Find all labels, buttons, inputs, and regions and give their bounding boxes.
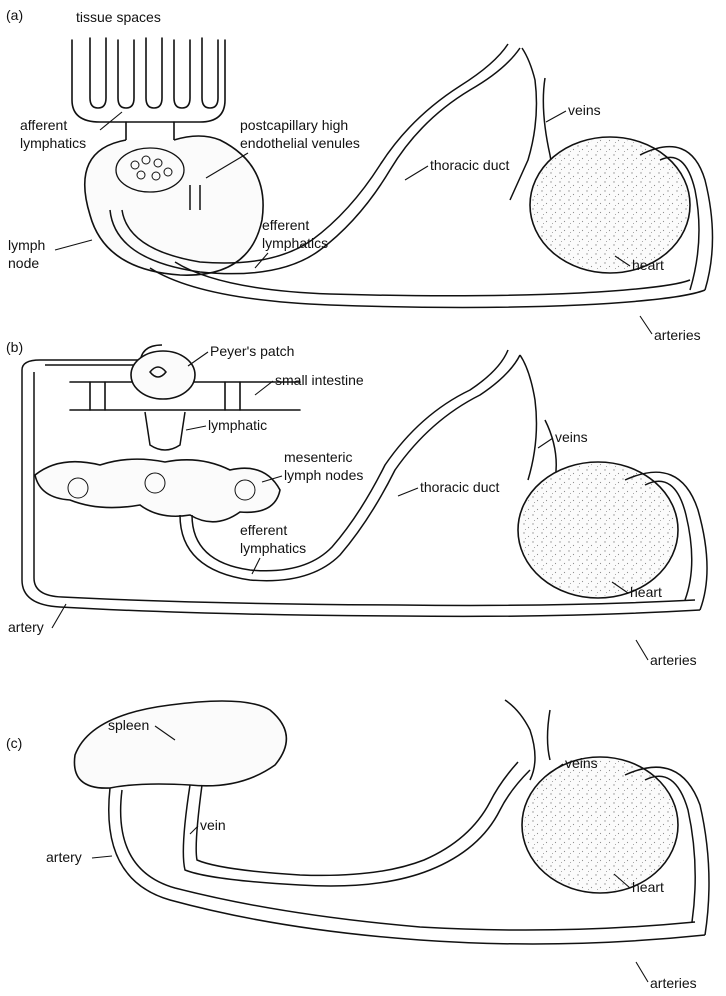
heart-label-a: heart	[632, 257, 664, 273]
artery-label-b: artery	[8, 619, 44, 635]
spleen-label: spleen	[108, 717, 149, 733]
thoracic-duct-label-a: thoracic duct	[430, 157, 509, 173]
panel-a: (a) tissue spaces	[6, 7, 713, 343]
small-intestine-label: small intestine	[275, 372, 364, 388]
arteries-label-c: arteries	[650, 975, 697, 991]
afferent-label-1: afferent	[20, 117, 67, 133]
panel-c-tag: (c)	[6, 735, 22, 751]
panel-a-tag: (a)	[6, 7, 23, 23]
lymph-node	[85, 136, 263, 275]
efferent-b-label-2: lymphatics	[240, 540, 306, 556]
thoracic-duct-label-b: thoracic duct	[420, 479, 499, 495]
veins-label-b: veins	[555, 429, 588, 445]
lymphatic-label: lymphatic	[208, 417, 267, 433]
postcapillary-label-2: endothelial venules	[240, 135, 360, 151]
tissue-spaces-label: tissue spaces	[76, 9, 161, 25]
postcapillary-label-1: postcapillary high	[240, 117, 348, 133]
mesenteric-label-1: mesenteric	[284, 449, 352, 465]
heart-label-c: heart	[632, 879, 664, 895]
vein-label-c: vein	[200, 817, 226, 833]
veins-b	[520, 355, 556, 480]
intestinal-lymphatic	[145, 412, 185, 450]
mesenteric-label-2: lymph nodes	[284, 467, 363, 483]
lymph-node-label-2: node	[8, 255, 39, 271]
efferent-label-1: efferent	[262, 217, 309, 233]
efferent-label-2: lymphatics	[262, 235, 328, 251]
veins-label-a: veins	[568, 102, 601, 118]
spleen	[74, 701, 286, 788]
veins-c	[505, 700, 550, 780]
mesenteric-lymph-nodes	[35, 459, 280, 522]
artery-label-c: artery	[46, 849, 82, 865]
heart-label-b: heart	[630, 584, 662, 600]
arteries-label-b: arteries	[650, 652, 697, 668]
panel-b: (b) Peyer's patch small intestine lymp	[6, 339, 707, 668]
panel-b-tag: (b)	[6, 339, 23, 355]
arteries-label-a: arteries	[654, 327, 701, 343]
panel-c: (c) spleen veins vein artery heart arter…	[6, 700, 709, 991]
efferent-b-label-1: efferent	[240, 522, 287, 538]
afferent-label-2: lymphatics	[20, 135, 86, 151]
peyers-patch-label: Peyer's patch	[210, 343, 294, 359]
veins-label-c: veins	[565, 755, 598, 771]
lymph-node-label-1: lymph	[8, 237, 45, 253]
tissue-spaces	[72, 38, 225, 140]
